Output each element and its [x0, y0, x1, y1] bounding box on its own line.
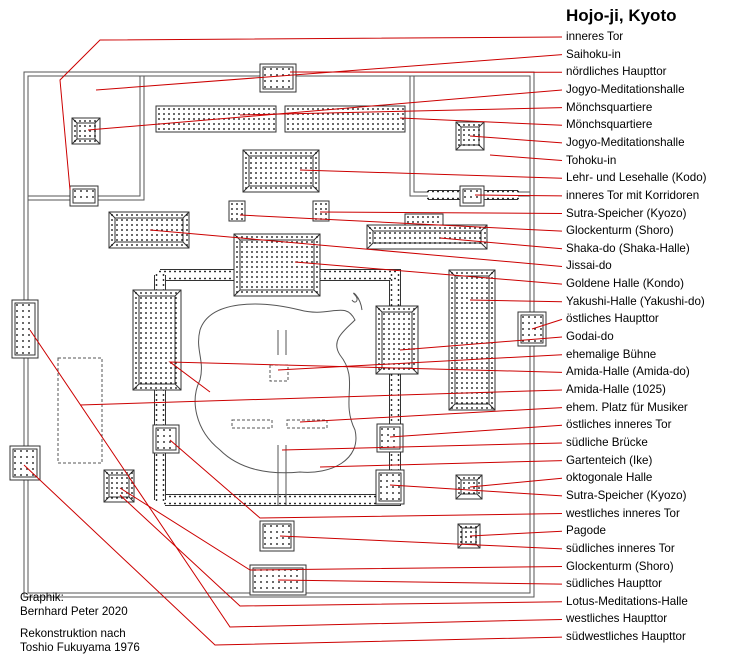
label-leader-lines: [23, 36, 563, 646]
label-item: Godai-do: [566, 330, 614, 344]
label-item: Lotus-Meditations-Halle: [566, 594, 688, 608]
label-item: Glockenturm (Shoro): [566, 559, 674, 573]
label-item: Sutra-Speicher (Kyozo): [566, 206, 687, 220]
label-item: Mönchsquartiere: [566, 100, 653, 114]
label-item: Saihoku-in: [566, 47, 621, 61]
credit-line-4: Toshio Fukuyama 1976: [20, 641, 140, 654]
monks-quarters-2: [284, 105, 406, 133]
label-item: östliches inneres Tor: [566, 418, 672, 432]
ne-inner-gate: [459, 185, 485, 207]
label-item: Jissai-do: [566, 259, 612, 273]
west-main-gate: [11, 299, 39, 359]
label-item: Glockenturm (Shoro): [566, 224, 674, 238]
lotus-hall: [103, 469, 135, 503]
inner-gate-nw: [69, 185, 99, 207]
label-item: Goldene Halle (Kondo): [566, 277, 684, 291]
west-inner-gate: [152, 424, 180, 454]
buildings: [9, 63, 547, 596]
credit-line-1: Graphik:: [20, 591, 64, 604]
label-item: östliches Haupttor: [566, 312, 659, 326]
label-item: Lehr- und Lesehalle (Kodo): [566, 171, 707, 185]
label-item: Mönchsquartiere: [566, 118, 653, 132]
label-item: Jogyo-Meditationshalle: [566, 82, 685, 96]
north-main-gate: [259, 63, 297, 93]
shaka-do: [366, 224, 488, 250]
sutra-store-n1: [228, 200, 246, 222]
label-item: Sutra-Speicher (Kyozo): [566, 488, 687, 502]
sutra-store-n2: [312, 200, 330, 222]
label-item: nördliches Haupttor: [566, 65, 667, 79]
label-item: ehem. Platz für Musiker: [566, 400, 688, 414]
label-item: Amida-Halle (Amida-do): [566, 365, 690, 379]
label-item: inneres Tor mit Korridoren: [566, 188, 700, 202]
label-item: südwestliches Haupttor: [566, 630, 686, 644]
yakushi-do: [448, 269, 496, 411]
credit-line-2: Bernhard Peter 2020: [20, 605, 128, 618]
label-item: Gartenteich (Ike): [566, 453, 653, 467]
label-item: oktogonale Halle: [566, 471, 653, 485]
credit-line-3: Rekonstruktion nach: [20, 627, 126, 640]
lecture-hall-kodo: [242, 149, 320, 193]
amida-do: [132, 289, 182, 391]
label-item: ehemalige Bühne: [566, 347, 657, 361]
diagram-title: Hojo-ji, Kyoto: [566, 6, 677, 25]
label-item: Pagode: [566, 524, 606, 538]
label-item: Jogyo-Meditationshalle: [566, 135, 685, 149]
label-item: westliches Haupttor: [566, 612, 668, 626]
label-item: westliches inneres Tor: [566, 506, 680, 520]
label-item: inneres Tor: [566, 30, 624, 43]
label-item: Amida-Halle (1025): [566, 383, 666, 396]
label-item: südliche Brücke: [566, 435, 648, 449]
label-item: Shaka-do (Shaka-Halle): [566, 241, 690, 255]
garden-pond: [57, 292, 363, 505]
label-item: südliches Haupttor: [566, 577, 663, 591]
label-item: Yakushi-Halle (Yakushi-do): [566, 294, 705, 308]
label-item: südliches inneres Tor: [566, 541, 675, 555]
label-item: Tohoku-in: [566, 153, 617, 167]
